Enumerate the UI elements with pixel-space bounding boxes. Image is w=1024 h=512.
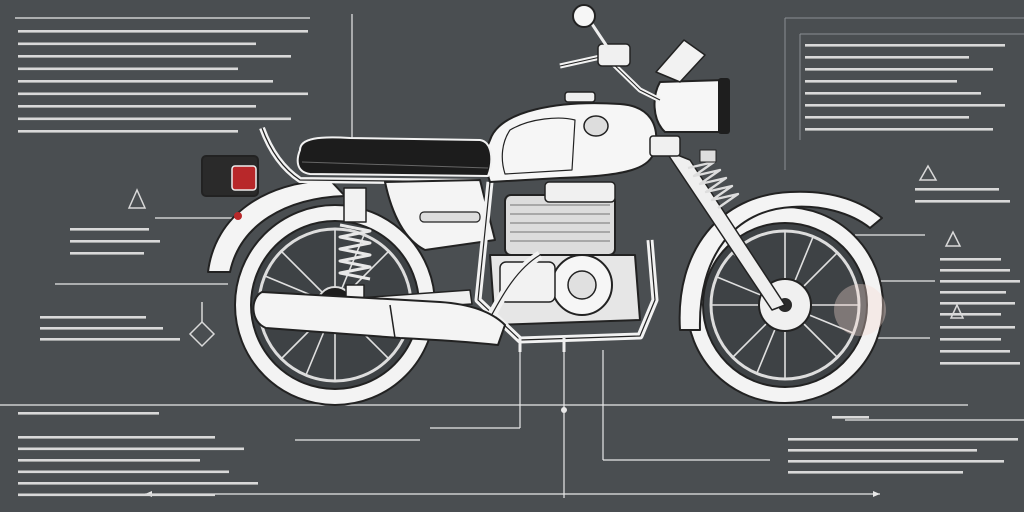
placeholder-text-line xyxy=(788,438,1018,441)
triangle-icon xyxy=(944,230,962,247)
placeholder-text-line xyxy=(18,30,308,33)
placeholder-text-line xyxy=(18,482,258,485)
triangle-icon xyxy=(918,164,938,181)
placeholder-text-line xyxy=(18,105,256,108)
placeholder-text-line xyxy=(832,416,869,419)
triangle-icon xyxy=(127,188,147,209)
tank-badge xyxy=(583,115,609,137)
placeholder-text-line xyxy=(940,269,1010,272)
placeholder-text-line xyxy=(805,92,981,95)
placeholder-text-line xyxy=(18,42,256,46)
placeholder-text-line xyxy=(805,68,993,71)
placeholder-text-line xyxy=(940,291,1006,294)
placeholder-text-line xyxy=(805,56,969,59)
muffler xyxy=(252,291,506,346)
headlight xyxy=(653,78,730,134)
tail-light xyxy=(201,155,259,220)
triangle-icon xyxy=(949,303,965,319)
fuel-cap xyxy=(564,91,596,103)
placeholder-text-line xyxy=(18,80,273,83)
placeholder-text-line xyxy=(940,302,1015,305)
placeholder-text-line xyxy=(788,471,963,474)
placeholder-text-line xyxy=(915,200,1010,203)
front-fork xyxy=(649,135,786,311)
right-info-panel xyxy=(784,17,1024,170)
annotation-placeholder-text xyxy=(18,30,1020,497)
placeholder-text-line xyxy=(940,258,1001,261)
placeholder-text-line xyxy=(940,313,1001,316)
placeholder-text-line xyxy=(940,362,1020,365)
annotation-icons xyxy=(127,164,965,348)
placeholder-text-line xyxy=(18,447,244,451)
motorcycle xyxy=(201,4,886,406)
placeholder-text-line xyxy=(805,116,969,119)
placeholder-text-line xyxy=(18,92,308,96)
rear-shock-absorber xyxy=(338,187,372,300)
placeholder-text-line xyxy=(70,228,149,231)
placeholder-text-line xyxy=(940,280,1020,283)
placeholder-text-line xyxy=(805,104,1005,107)
seat xyxy=(296,136,493,177)
guide-lines xyxy=(0,14,1024,498)
placeholder-text-line xyxy=(18,436,215,439)
placeholder-text-line xyxy=(70,240,160,243)
placeholder-text-line xyxy=(18,117,291,121)
placeholder-text-line xyxy=(18,412,159,415)
placeholder-text-line xyxy=(805,128,993,131)
placeholder-text-line xyxy=(940,338,1001,341)
placeholder-text-line xyxy=(788,449,977,452)
placeholder-text-line xyxy=(40,316,146,319)
placeholder-text-line xyxy=(915,188,999,191)
placeholder-text-line xyxy=(788,460,1004,463)
placeholder-text-line xyxy=(18,55,291,58)
placeholder-text-line xyxy=(805,44,1005,47)
placeholder-text-line xyxy=(940,326,1015,329)
placeholder-text-line xyxy=(40,338,180,341)
placeholder-text-line xyxy=(70,252,144,255)
placeholder-text-line xyxy=(805,80,957,83)
engine xyxy=(489,181,641,326)
diamond-icon xyxy=(188,320,216,348)
placeholder-text-line xyxy=(18,130,238,133)
placeholder-text-line xyxy=(18,67,238,71)
placeholder-text-line xyxy=(18,470,229,474)
handlebar xyxy=(559,4,706,103)
placeholder-text-line xyxy=(40,327,163,330)
rear-fender xyxy=(207,179,346,273)
mirror xyxy=(572,4,596,28)
placeholder-text-line xyxy=(940,350,1010,353)
placeholder-text-line xyxy=(18,493,215,497)
placeholder-text-line xyxy=(18,459,200,462)
